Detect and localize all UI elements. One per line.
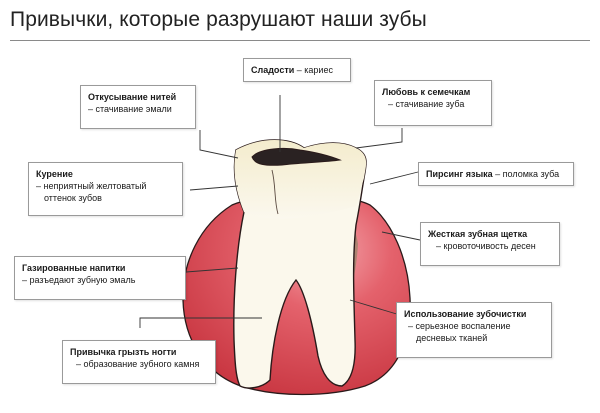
connector-lines bbox=[139, 95, 421, 328]
label-thread-title: Откусывание нитей bbox=[88, 92, 177, 102]
label-piercing-title: Пирсинг языка bbox=[426, 169, 493, 179]
label-soda: Газированные напитки – разъедают зубную … bbox=[14, 256, 186, 300]
label-sweets: Сладости – кариес bbox=[243, 58, 351, 82]
label-toothpick-title: Использование зубочистки bbox=[404, 309, 527, 319]
cavity bbox=[251, 148, 342, 166]
crack bbox=[271, 169, 279, 215]
label-thread: Откусывание нитей – стачивание эмали bbox=[80, 85, 196, 129]
label-sweets-title: Сладости bbox=[251, 65, 295, 75]
label-brush-desc: – кровоточивость десен bbox=[436, 241, 536, 251]
label-smoking: Курение – неприятный желтоватый оттенок … bbox=[28, 162, 183, 216]
label-piercing: Пирсинг языка – поломка зуба bbox=[418, 162, 574, 186]
label-sweets-desc: – кариес bbox=[294, 65, 333, 75]
label-seeds-title: Любовь к семечкам bbox=[382, 87, 471, 97]
label-seeds-desc: – стачивание зуба bbox=[388, 99, 465, 109]
label-brush-title: Жесткая зубная щетка bbox=[428, 229, 528, 239]
label-nails-title: Привычка грызть ногти bbox=[70, 347, 177, 357]
label-nails-desc: – образование зубного камня bbox=[76, 359, 200, 369]
label-smoking-desc1: – неприятный желтоватый bbox=[36, 181, 147, 191]
label-toothpick-desc1: – серьезное воспаление bbox=[408, 321, 511, 331]
label-smoking-desc2: оттенок зубов bbox=[44, 193, 102, 203]
label-soda-desc: – разъедают зубную эмаль bbox=[22, 275, 136, 285]
page-title: Привычки, которые разрушают наши зубы bbox=[10, 8, 427, 31]
label-nails: Привычка грызть ногти – образование зубн… bbox=[62, 340, 216, 384]
label-toothpick-desc2: десневых тканей bbox=[416, 333, 488, 343]
label-piercing-desc: – поломка зуба bbox=[492, 169, 560, 179]
label-toothpick: Использование зубочистки – серьезное вос… bbox=[396, 302, 552, 358]
label-brush: Жесткая зубная щетка – кровоточивость де… bbox=[420, 222, 560, 266]
label-thread-desc: – стачивание эмали bbox=[88, 104, 172, 114]
label-soda-title: Газированные напитки bbox=[22, 263, 126, 273]
title-divider bbox=[10, 40, 590, 41]
label-smoking-title: Курение bbox=[36, 169, 73, 179]
label-seeds: Любовь к семечкам – стачивание зуба bbox=[374, 80, 492, 126]
